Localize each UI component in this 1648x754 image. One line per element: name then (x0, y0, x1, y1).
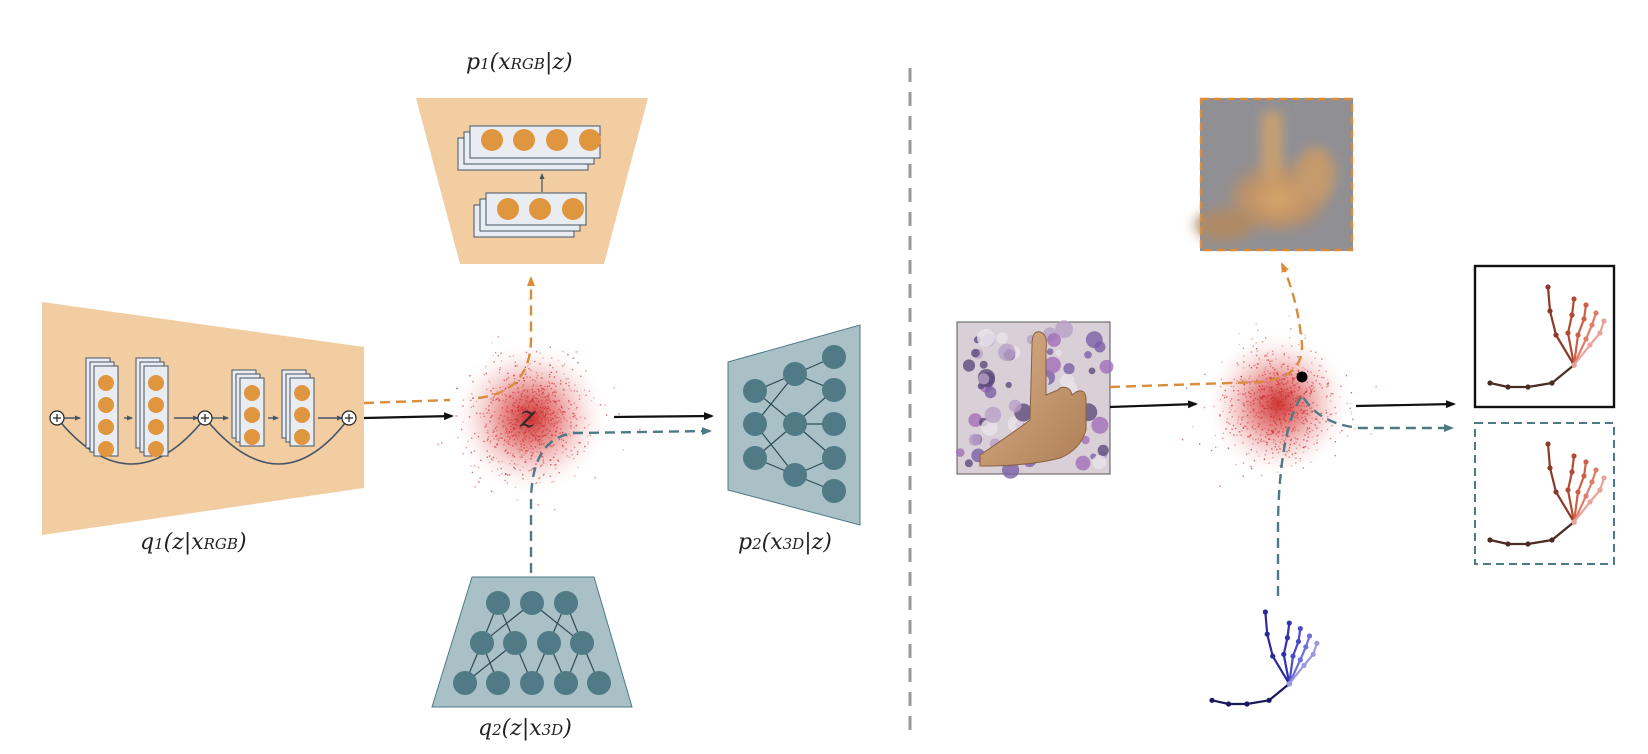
network-node (587, 671, 611, 695)
res-block-1-layer-a (85, 357, 119, 457)
network-node (486, 591, 510, 615)
network-node (537, 631, 561, 655)
network-node (520, 591, 544, 615)
arrow-z-to-pose (1355, 400, 1456, 409)
network-node (822, 345, 846, 369)
network-node (743, 446, 767, 470)
arrow-orange-q1-to-p1 (363, 278, 531, 405)
latent-z-label: z (520, 400, 536, 435)
network-node (486, 671, 510, 695)
network-node (783, 412, 807, 436)
network-node (453, 671, 477, 695)
latent-space-right (1181, 315, 1377, 487)
encoder-q1-rgb (42, 302, 364, 535)
sum-node-3 (341, 410, 357, 426)
network-node (822, 412, 846, 436)
network-node (554, 591, 578, 615)
generated-hand-skeleton (1487, 441, 1607, 547)
network-node (822, 479, 846, 503)
network-node (520, 671, 544, 695)
latent-sample-dots (437, 298, 641, 511)
decoder-p1-rgb (416, 98, 648, 264)
label-q1: q1(z|xRGB) (140, 530, 247, 555)
res-block-2-layer-b (281, 369, 315, 447)
network-node (554, 671, 578, 695)
arrow-teal-pose-to-z-to-gen (1276, 392, 1454, 596)
sum-node-1 (49, 410, 65, 426)
label-p2: p2(x3D|z) (738, 530, 832, 555)
label-p1: p1(xRGB|z) (466, 50, 573, 75)
generated-pose-box (1474, 422, 1615, 565)
network-node (503, 631, 527, 655)
arrow-q1-to-z (363, 412, 454, 421)
reconstructed-rgb-image (1195, 97, 1354, 252)
network-node (570, 631, 594, 655)
network-node (822, 446, 846, 470)
network-node (470, 631, 494, 655)
network-graph (453, 591, 611, 695)
latent-space-left (437, 298, 641, 511)
network-node (743, 412, 767, 436)
arrow-z-to-p2 (613, 412, 714, 421)
decoder-p2-3d (727, 324, 861, 526)
latent-sample-point (1296, 371, 1308, 383)
network-graph (743, 345, 846, 503)
res-block-2-layer-a (231, 369, 265, 447)
predicted-pose-box (1473, 264, 1616, 409)
encoder-q2-3d (431, 576, 633, 708)
input-rgb-image (955, 320, 1114, 479)
res-block-1-layer-b (135, 357, 169, 457)
network-node (783, 362, 807, 386)
arrow-orange-image-to-recon (1109, 262, 1304, 389)
sum-node-2 (197, 410, 213, 426)
label-q2: q2(z|x3D) (478, 716, 572, 741)
input-3d-hand-skeleton (1209, 609, 1320, 707)
network-node (743, 379, 767, 403)
network-node (783, 463, 807, 487)
network-node (822, 378, 846, 402)
arrow-image-to-z (1109, 400, 1198, 409)
predicted-hand-skeleton (1487, 284, 1607, 390)
